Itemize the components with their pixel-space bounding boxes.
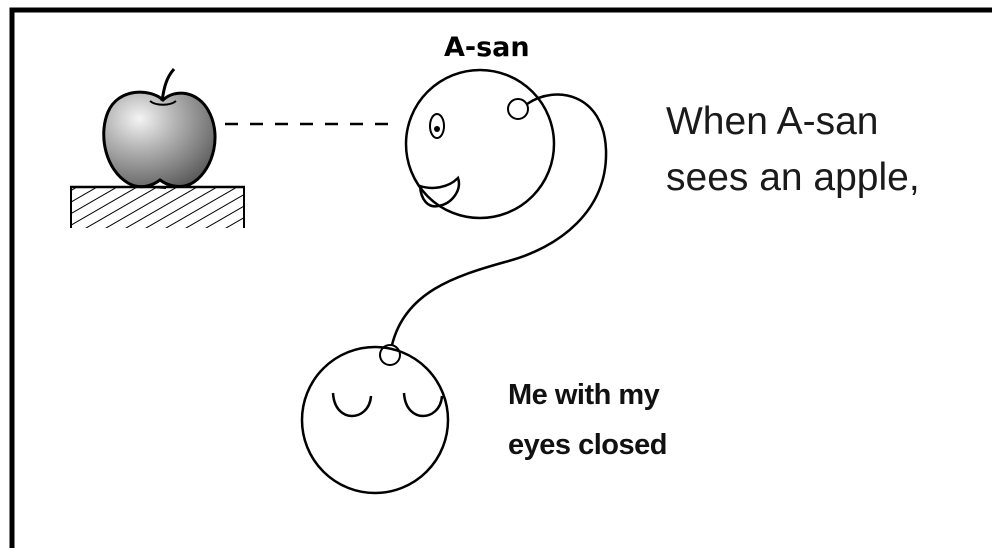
apple-icon: [102, 68, 217, 189]
me-label: Me with my eyes closed: [508, 370, 667, 470]
me-label-line-1: Me with my: [508, 379, 660, 411]
hatched-table-icon: [70, 185, 245, 228]
connection-cable: [390, 93, 608, 346]
closed-eyes-face-icon: [300, 344, 450, 495]
me-label-line-2: eyes closed: [508, 429, 667, 461]
caption-line-2: sees an apple,: [666, 156, 920, 199]
person-a-label: A-san: [444, 32, 530, 63]
smiling-face-icon: [404, 68, 556, 220]
caption-line-1: When A-san: [666, 100, 879, 143]
caption-text: When A-san sees an apple,: [666, 94, 920, 206]
panel-border: [9, 7, 992, 548]
